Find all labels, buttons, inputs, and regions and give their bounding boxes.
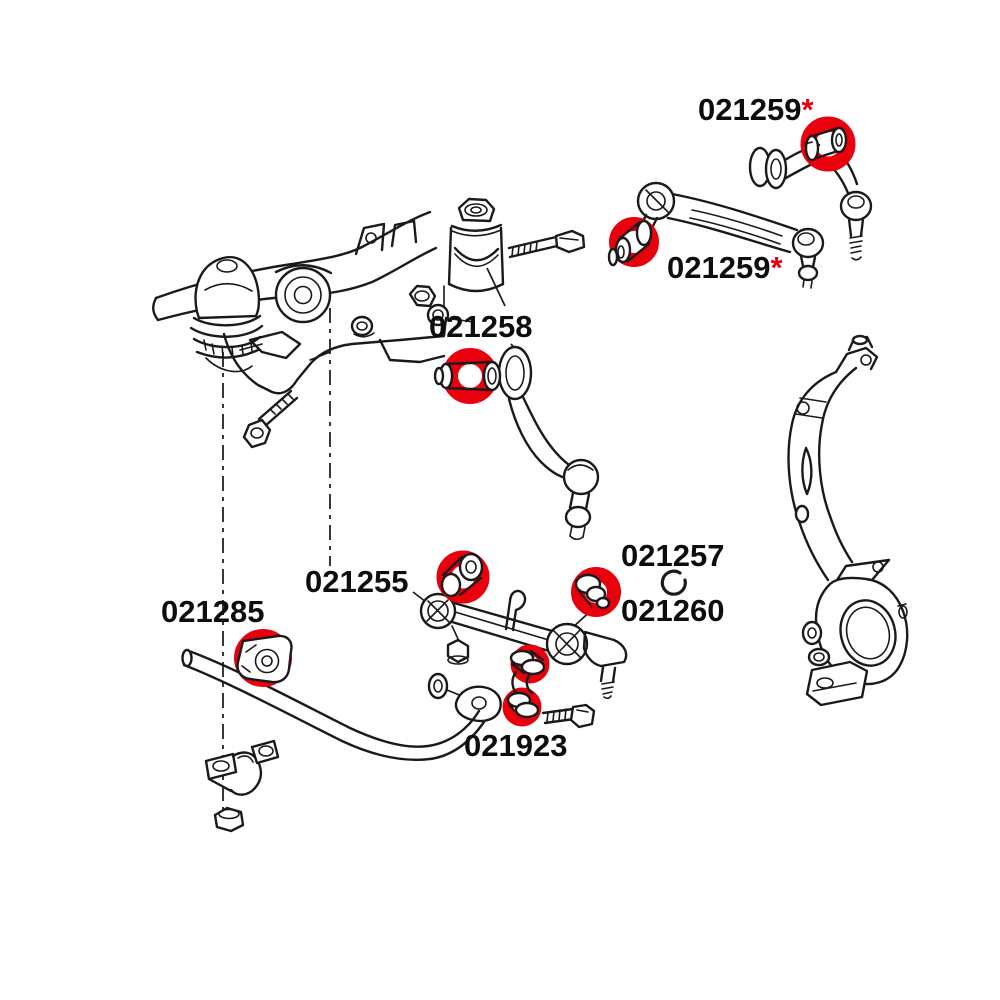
front-lower-control-arm (412, 589, 628, 729)
snap-ring-symbol (660, 569, 687, 596)
clamp-nut (213, 806, 245, 833)
ball-joint-boot (194, 256, 261, 320)
part-labels: 021259* 021259* 021258 021255 021257 021… (161, 92, 814, 763)
highlight-ring-021259-bottom (609, 217, 659, 267)
anti-roll-bar-clamp (204, 739, 280, 796)
bushing-details (236, 126, 848, 684)
asterisk-marker: * (770, 250, 783, 285)
centerlines (222, 308, 331, 812)
part-label-021260: 021260 (621, 593, 724, 628)
drop-link (506, 649, 546, 719)
steering-knuckle (787, 334, 909, 707)
upper-control-arms (636, 143, 873, 289)
part-label-021255: 021255 (305, 564, 408, 599)
subframe-bushing (274, 266, 332, 324)
part-label-021257: 021257 (621, 538, 724, 573)
knuckle-foot (805, 660, 869, 707)
rear-lower-control-arm (497, 345, 600, 541)
subframe-bolt (507, 229, 586, 259)
part-label-021258: 021258 (429, 309, 532, 344)
part-label-021259-top: 021259* (698, 92, 814, 127)
part-label-021259-bottom: 021259* (667, 250, 783, 285)
highlight-ring-021260 (571, 567, 621, 617)
part-label-021285: 021285 (161, 594, 264, 629)
asterisk-marker: * (801, 92, 814, 127)
subframe-assembly (152, 197, 586, 449)
bracket-bolt (242, 389, 299, 449)
highlight-rings (234, 116, 856, 727)
part-label-021923: 021923 (464, 728, 567, 763)
drop-link-bolt (541, 703, 596, 729)
